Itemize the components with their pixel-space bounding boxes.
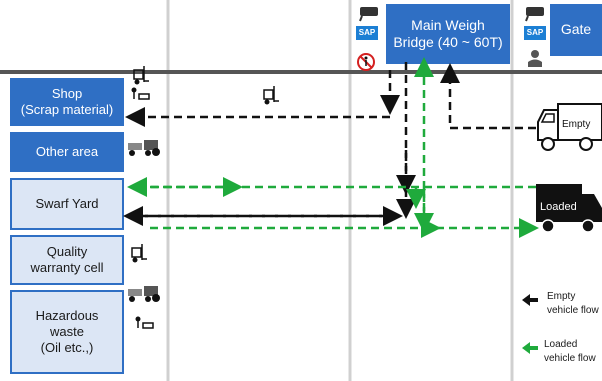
legend-empty-line1: Empty [547,291,576,302]
forklift-icon [133,66,149,85]
trolley-worker-icon [131,87,150,100]
trolley-worker-hazard-icon [135,316,154,329]
sap-logo: SAP [356,26,378,40]
shop-sublabel: (Scrap material) [20,102,114,117]
hazardous-waste-box: Hazardous waste (Oil etc.,) [10,290,124,374]
weighbridge-box: Main Weigh Bridge (40 ~ 60T) [386,4,510,64]
legend-loaded-arrow-icon [522,342,538,354]
legend-empty: Empty vehicle flow [547,290,599,317]
quality-cell-box: Quality warranty cell [10,235,124,285]
legend-empty-arrow-icon [522,294,538,306]
hazardous-label: Hazardous [35,307,99,323]
shop-box: Shop (Scrap material) [10,78,124,126]
other-area-label: Other area [35,143,99,159]
gate-sap-label: SAP [526,28,544,37]
gate-cctv-icon [525,7,544,22]
empty-flow-gate-to-bridge [440,63,536,130]
gate-label: Gate [560,21,592,38]
empty-truck-label: Empty [562,119,590,130]
security-guard-icon [528,50,542,67]
shop-label: Shop [51,85,83,101]
tractor-trailer-icon [128,140,160,156]
no-pedestrian-icon [357,53,375,71]
gate-box: Gate [550,4,602,56]
legend-loaded-line1: Loaded [544,339,578,350]
tractor-trailer-hazard-icon [128,286,160,302]
legend-loaded-line2: vehicle flow [544,352,596,364]
other-area-box: Other area [10,132,124,172]
quality-sublabel: warranty cell [30,260,104,275]
swarf-yard-box: Swarf Yard [10,178,124,230]
loaded-truck-label: Loaded [540,201,577,213]
empty-truck-icon: Empty [537,103,602,151]
cctv-camera-icon [359,7,378,22]
forklift-road-icon [263,86,279,105]
hazardous-label-3: (Oil etc.,) [40,340,94,356]
quality-label: Quality [46,243,88,259]
gate-sap-logo: SAP [524,26,546,40]
swarf-yard-label: Swarf Yard [35,195,99,211]
sap-label: SAP [358,28,376,37]
weighbridge-label: Main Weigh [411,16,485,33]
loaded-truck-icon: Loaded [536,184,602,233]
forklift-quality-icon [131,244,147,263]
legend-empty-line2: vehicle flow [547,304,599,316]
weighbridge-sublabel: Bridge (40 ~ 60T) [393,34,503,50]
hazardous-label-2: waste [50,323,84,339]
legend-loaded: Loaded vehicle flow [544,338,596,365]
